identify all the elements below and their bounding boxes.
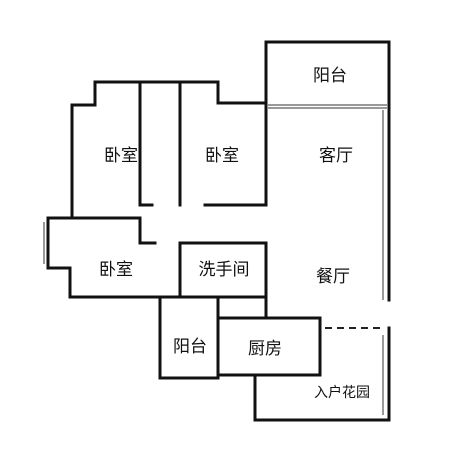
bedroom-1-wall [70,80,182,220]
label-washroom: 洗手间 [199,260,250,280]
label-living-room: 客厅 [319,146,353,166]
entrance-garden-wall [253,376,391,422]
label-bedroom-1: 卧室 [104,146,138,166]
room-labels: 阳台 卧室 卧室 客厅 卧室 洗手间 餐厅 阳台 厨房 入户花园 [99,66,370,401]
bedroom-3-wall [46,216,182,299]
corridor-wall [138,203,157,245]
label-entrance-garden: 入户花园 [314,384,370,401]
walls [43,40,391,422]
label-balcony-top: 阳台 [313,66,347,86]
label-bedroom-3: 卧室 [99,260,133,280]
label-kitchen: 厨房 [248,339,282,359]
balcony-small-wall [158,295,220,380]
bedroom-2-wall [178,80,268,207]
label-bedroom-2: 卧室 [205,146,239,166]
kitchen-wall [216,316,268,380]
balcony-top-wall [264,40,391,105]
label-balcony-small: 阳台 [173,337,207,357]
label-dining-room: 餐厅 [316,267,350,287]
dining-wall [253,295,322,377]
